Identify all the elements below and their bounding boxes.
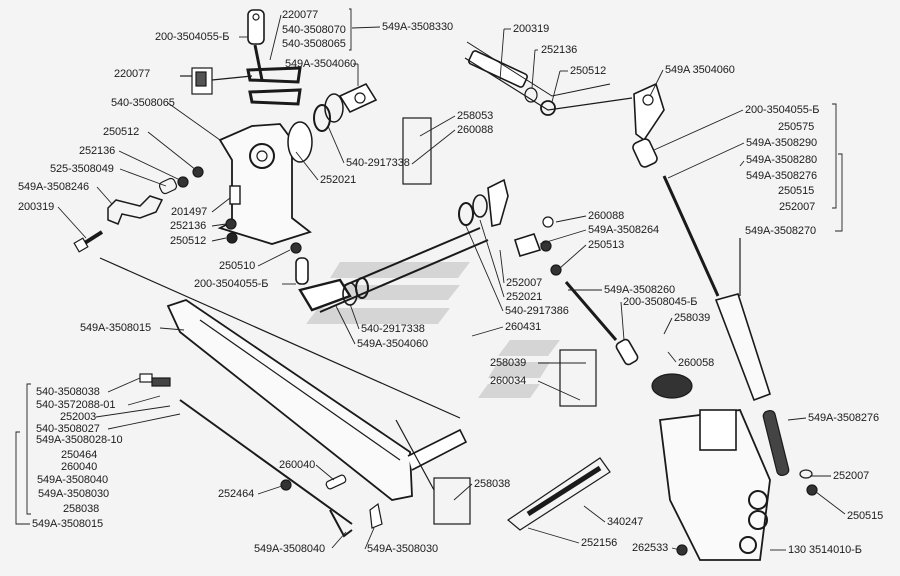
part-label: 258039	[490, 357, 527, 369]
part-label: 200-3504055-Б	[155, 31, 230, 43]
part-label: 252003	[60, 411, 97, 423]
part-label: 258053	[457, 110, 494, 122]
part-label: 549A-3508260	[604, 284, 675, 296]
part-label: 549A-3508015	[80, 322, 151, 334]
part-label: 200-3504055-Б	[194, 278, 269, 290]
part-label: 525-3508049	[50, 163, 114, 175]
part-label: 549A-3508040	[254, 543, 325, 555]
part-label: 540-3508070	[282, 24, 346, 36]
assembly-label: 549A-3508015	[32, 518, 103, 530]
part-label: 252156	[581, 537, 618, 549]
part-label: 549A-3508280	[746, 154, 817, 166]
part-label: 252007	[779, 201, 816, 213]
part-label: 549A-3508246	[18, 181, 89, 193]
assembly-label: 549A-3508330	[382, 21, 453, 33]
part-label: 540-3508027	[36, 423, 100, 435]
part-label: 340247	[607, 516, 644, 528]
part-label: 540-2917386	[505, 305, 569, 317]
part-label: 220077	[114, 68, 151, 80]
part-label: 250510	[219, 260, 256, 272]
part-label: 252464	[218, 488, 255, 500]
part-label: 252021	[320, 174, 357, 186]
part-label: 250512	[170, 235, 207, 247]
part-label: 540-2917338	[361, 323, 425, 335]
part-label: 540-2917338	[346, 157, 410, 169]
part-label: 549A-3508030	[367, 543, 438, 555]
part-label: 540-3572088-01	[36, 399, 116, 411]
part-label: 252021	[506, 291, 543, 303]
part-label: 258039	[674, 312, 711, 324]
part-label: 549A-3508030	[38, 488, 109, 500]
part-label: 549A-3508264	[588, 224, 659, 236]
part-label: 260431	[505, 321, 542, 333]
part-label: 252007	[506, 277, 543, 289]
part-label: 549A-3508040	[37, 474, 108, 486]
part-label: 250515	[778, 185, 815, 197]
part-label: 260034	[490, 375, 527, 387]
part-label: 130 3514010-Б	[788, 544, 862, 556]
part-label: 549A-3508028-10	[36, 434, 123, 446]
part-label: 540-3508038	[36, 386, 100, 398]
part-label: 540-3508065	[282, 38, 346, 50]
part-label: 260088	[588, 210, 625, 222]
part-label: 250515	[847, 510, 884, 522]
part-label: 252136	[170, 220, 207, 232]
top-clevis	[247, 9, 265, 45]
part-label: 250464	[61, 449, 98, 461]
part-label: 250512	[103, 126, 140, 138]
part-label: 220077	[282, 9, 319, 21]
part-label: 549A-3508276	[808, 412, 879, 424]
part-label: 252136	[541, 44, 578, 56]
part-label: 549A 3504060	[665, 64, 735, 76]
part-label: 549A-3508290	[746, 137, 817, 149]
part-label: 260058	[678, 357, 715, 369]
part-label: 250512	[570, 65, 607, 77]
part-label: 200319	[18, 201, 55, 213]
assembly-label: 549A-3508270	[745, 225, 816, 237]
part-label: 250513	[588, 239, 625, 251]
part-label: 200-3504055-Б	[745, 104, 820, 116]
part-label: 260040	[279, 459, 316, 471]
part-label: 260040	[61, 461, 98, 473]
watermark-logo	[306, 262, 560, 398]
part-label: 200-3508045-Б	[623, 296, 698, 308]
part-label: 252007	[833, 470, 870, 482]
part-label: 540-3508065	[111, 97, 175, 109]
part-label: 549A-3508276	[746, 170, 817, 182]
part-label: 250575	[778, 121, 815, 133]
part-label: 262533	[632, 542, 669, 554]
part-label: 258038	[63, 503, 100, 515]
part-label: 549A-3504060	[357, 338, 428, 350]
part-label: 258038	[474, 478, 511, 490]
part-label: 200319	[513, 23, 550, 35]
part-label: 252136	[79, 145, 116, 157]
part-label: 549A-3504060	[285, 58, 356, 70]
part-label: 201497	[171, 206, 208, 218]
part-label: 260088	[457, 124, 494, 136]
